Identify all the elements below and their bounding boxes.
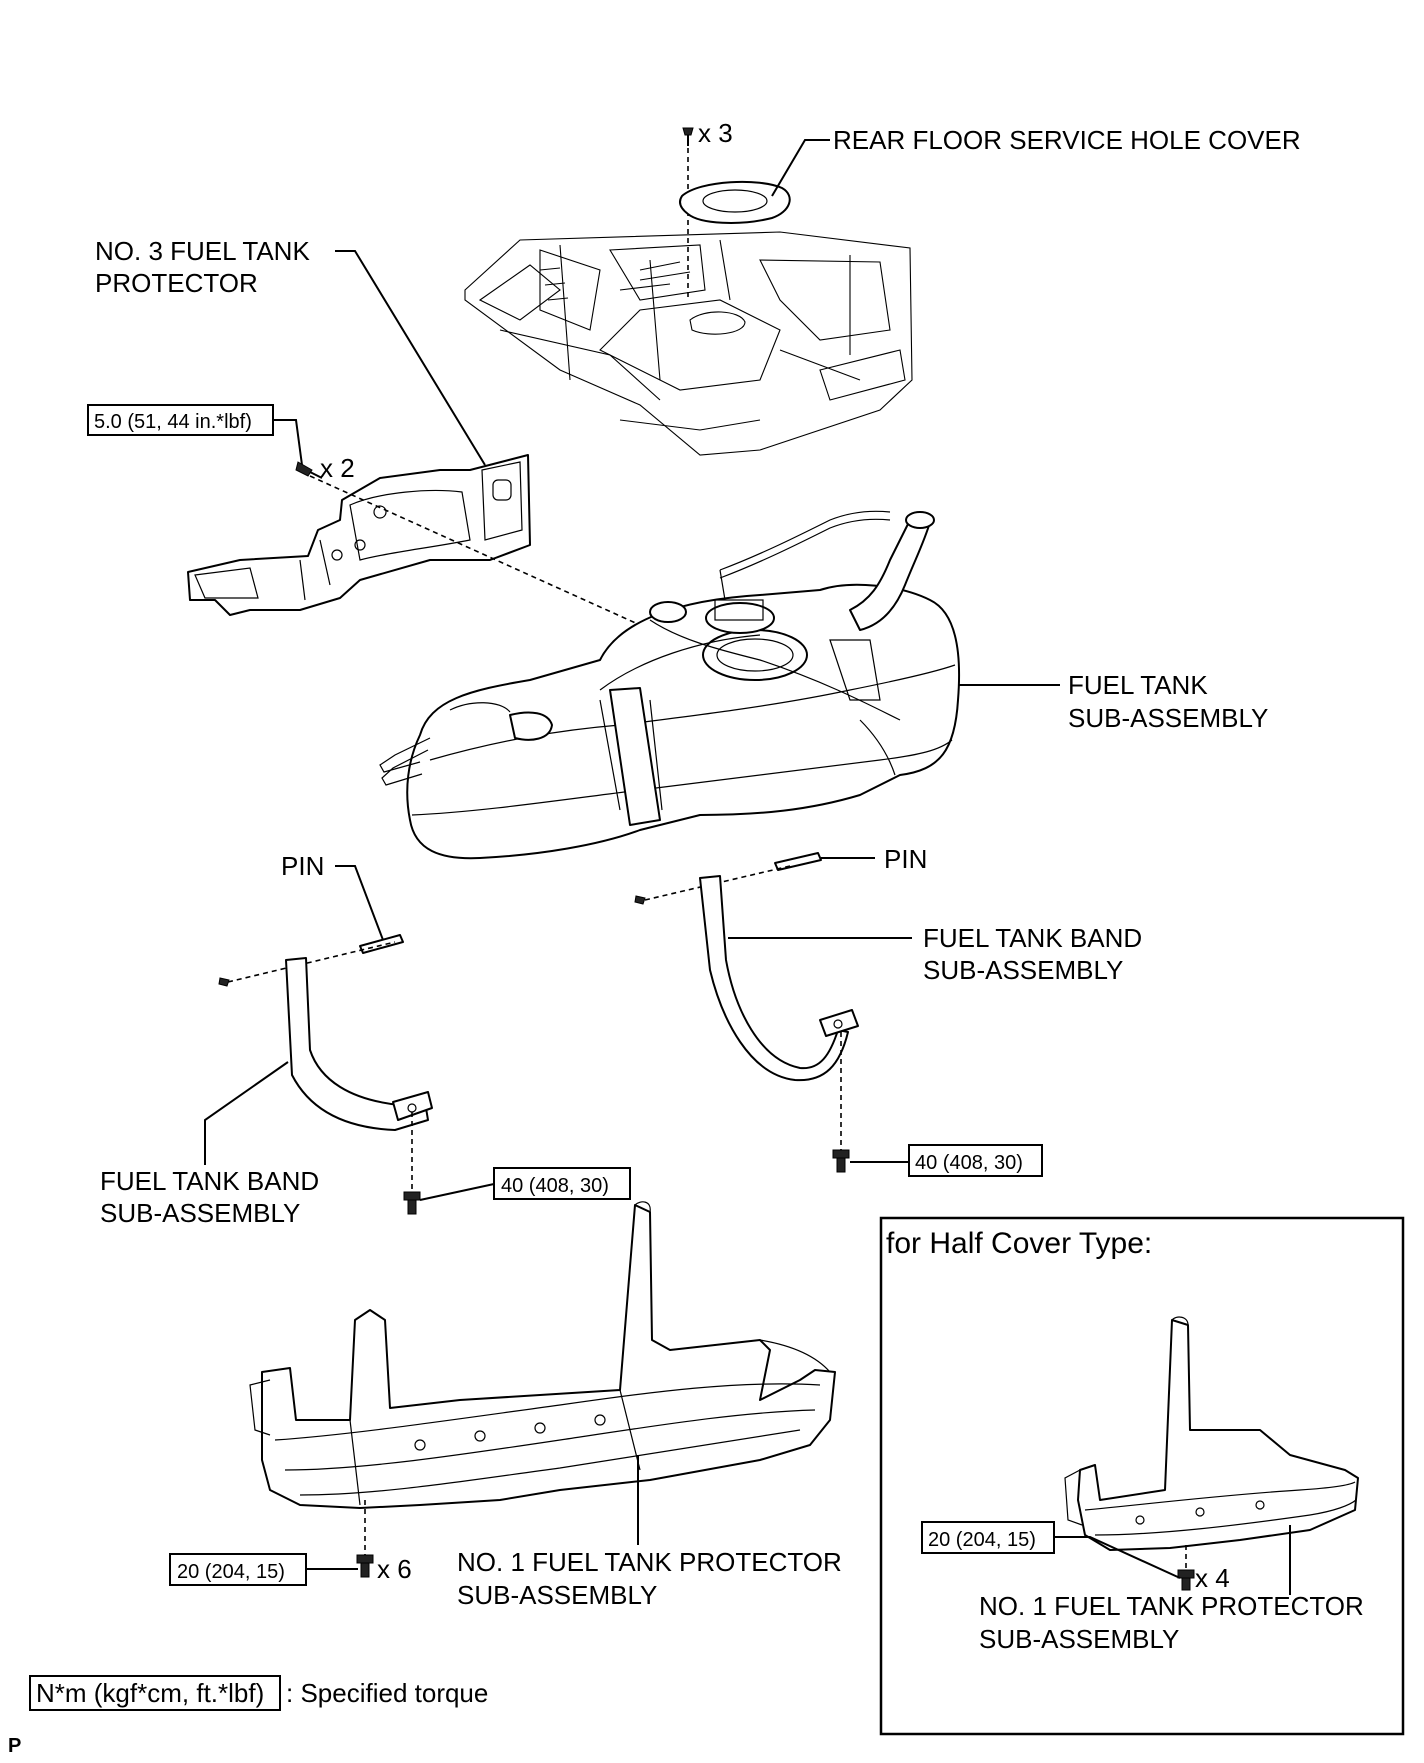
band-left-label-line2: SUB-ASSEMBLY [100,1198,300,1228]
rear-floor-cover-label: REAR FLOOR SERVICE HOLE COVER [833,125,1301,155]
bolt-icon [1177,1569,1195,1591]
rear-floor-panel [464,231,913,456]
no1-protector-label-line2: SUB-ASSEMBLY [457,1580,657,1610]
rear-floor-service-hole-cover [679,180,791,224]
cover-clip-icon [682,127,694,146]
torque-value-no3: 5.0 (51, 44 in.*lbf) [94,411,252,433]
fuel-tank-band-right [699,875,859,1082]
half-no1-fuel-tank-protector [1064,1316,1359,1551]
torque-legend-box [29,1675,281,1711]
bolt-icon [403,1191,421,1215]
clip-left-icon [218,977,230,987]
no1-fuel-tank-protector [249,1201,836,1509]
torque-box-half-no1 [921,1521,1055,1554]
fuel-tank-band-left [285,957,433,1131]
corner-mark: P [8,1735,21,1757]
cover-clip-qty: x 3 [698,118,733,148]
bolt-icon [832,1149,850,1173]
torque-value-half-no1: 20 (204, 15) [928,1529,1036,1551]
torque-value-band-right: 40 (408, 30) [915,1152,1023,1174]
no3-protector-label-line1: NO. 3 FUEL TANK [95,236,310,266]
torque-box-band-left [493,1167,631,1200]
band-right-label-line2: SUB-ASSEMBLY [923,955,1123,985]
fuel-filler-pipe [719,510,935,631]
half-no1-protector-label-line1: NO. 1 FUEL TANK PROTECTOR [979,1591,1364,1621]
torque-box-no3 [87,404,274,436]
pin-right-label: PIN [884,844,927,874]
torque-value-band-left: 40 (408, 30) [501,1175,609,1197]
bolt-icon [295,461,323,479]
fuel-tank-label-line1: FUEL TANK [1068,670,1208,700]
half-bolt-qty: x 4 [1195,1563,1230,1593]
fuel-tank-sub-assembly [379,583,961,860]
half-no1-protector-label-line2: SUB-ASSEMBLY [979,1624,1179,1654]
no3-protector-label-line2: PROTECTOR [95,268,258,298]
band-left-label-line1: FUEL TANK BAND [100,1166,319,1196]
torque-legend-description: : Specified torque [286,1678,488,1708]
torque-box-band-right [908,1144,1043,1177]
no3-fuel-tank-protector [187,454,531,616]
band-right-label-line1: FUEL TANK BAND [923,923,1142,953]
torque-legend-unit: N*m (kgf*cm, ft.*lbf) [36,1678,264,1708]
bolt-icon [356,1554,374,1578]
no1-bolt-qty: x 6 [377,1554,412,1584]
half-cover-title: for Half Cover Type: [886,1227,1152,1260]
no1-protector-label-line1: NO. 1 FUEL TANK PROTECTOR [457,1547,842,1577]
torque-value-no1: 20 (204, 15) [177,1561,285,1583]
no3-bolt-qty: x 2 [320,453,355,483]
fuel-tank-label-line2: SUB-ASSEMBLY [1068,703,1268,733]
pin-right-icon [774,852,822,871]
clip-right-icon [634,895,646,905]
pin-left-label: PIN [281,851,324,881]
